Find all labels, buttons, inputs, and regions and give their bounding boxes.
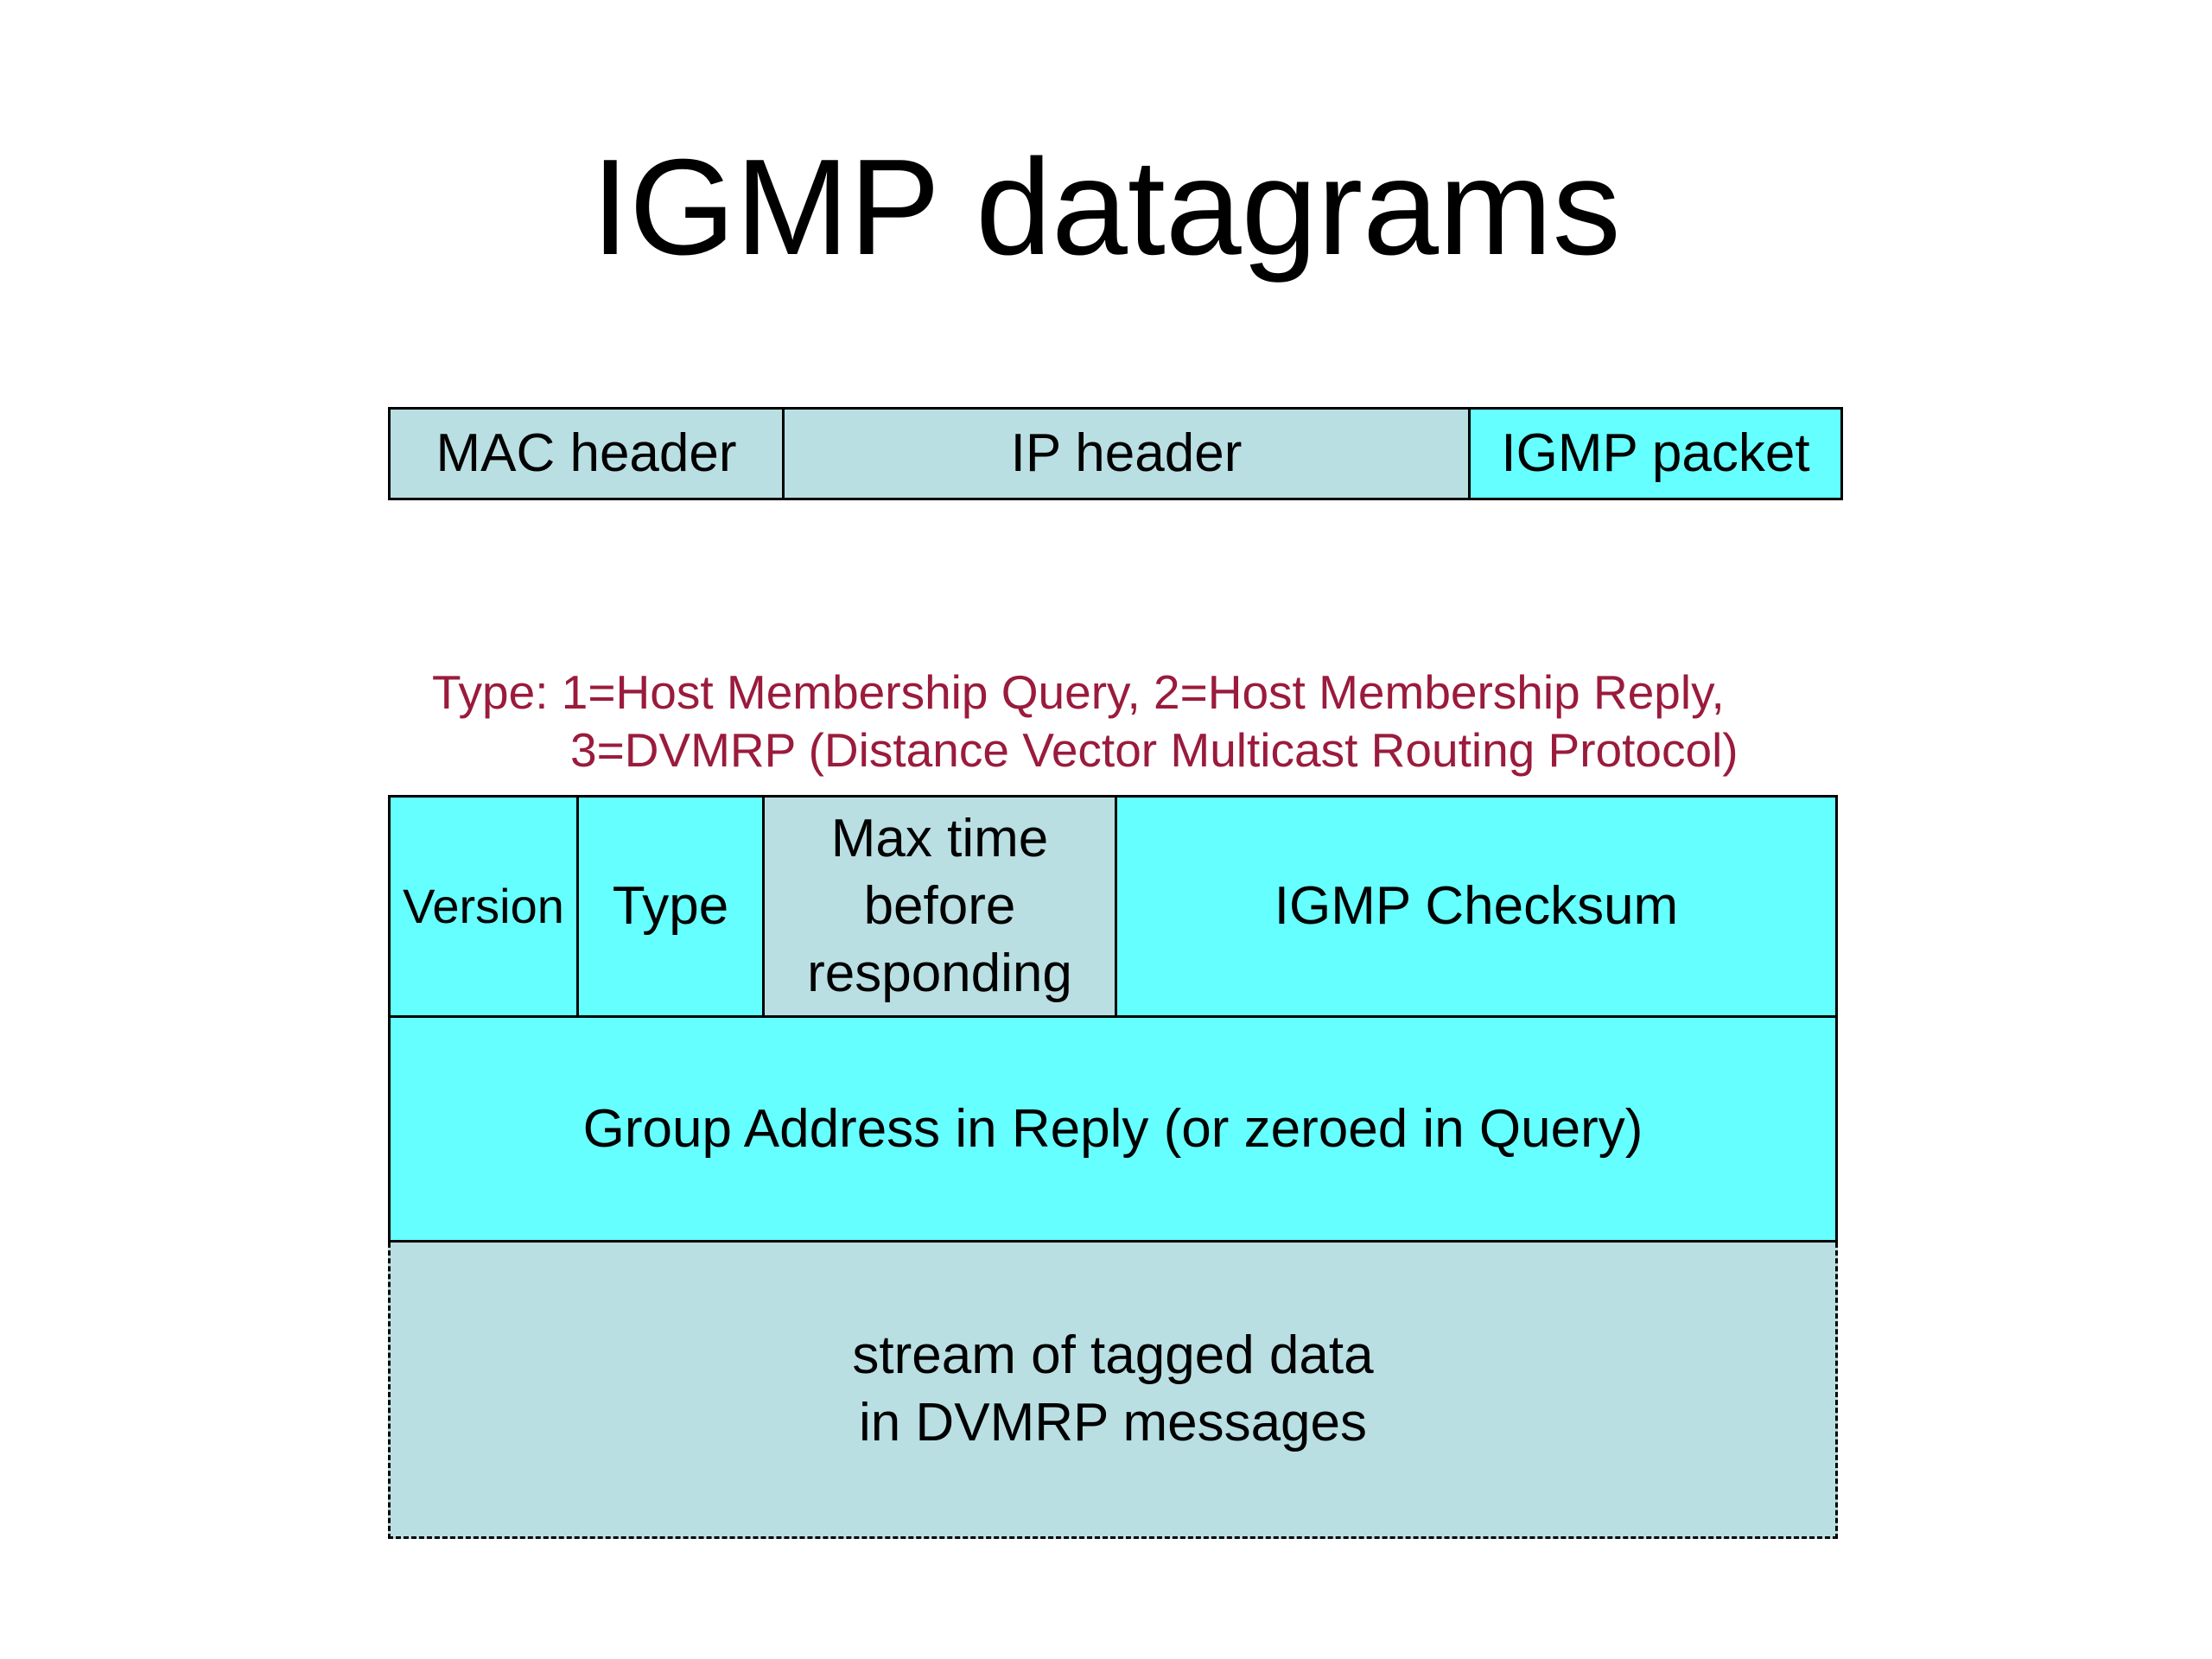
packet-header-row: Version Type Max time before responding … bbox=[388, 795, 1838, 1018]
type-note-line-2: 3=DVMRP (Distance Vector Multicast Routi… bbox=[570, 723, 1738, 777]
max-time-field: Max time before responding bbox=[762, 798, 1115, 1015]
version-field: Version bbox=[391, 798, 576, 1015]
group-address-field: Group Address in Reply (or zeroed in Que… bbox=[388, 1018, 1838, 1243]
frame-structure: MAC header IP header IGMP packet bbox=[388, 407, 1843, 500]
type-note-line-1: Type: 1=Host Membership Query, 2=Host Me… bbox=[432, 665, 1725, 719]
igmp-packet-format: Version Type Max time before responding … bbox=[388, 795, 1838, 1539]
type-note: Type: 1=Host Membership Query, 2=Host Me… bbox=[432, 664, 1738, 779]
igmp-packet-block: IGMP packet bbox=[1468, 410, 1840, 498]
type-field: Type bbox=[576, 798, 762, 1015]
checksum-field: IGMP Checksum bbox=[1115, 798, 1835, 1015]
page-title: IGMP datagrams bbox=[591, 131, 1621, 283]
ip-header-block: IP header bbox=[782, 410, 1468, 498]
mac-header-block: MAC header bbox=[391, 410, 782, 498]
dvmrp-stream-field: stream of tagged data in DVMRP messages bbox=[388, 1243, 1838, 1539]
